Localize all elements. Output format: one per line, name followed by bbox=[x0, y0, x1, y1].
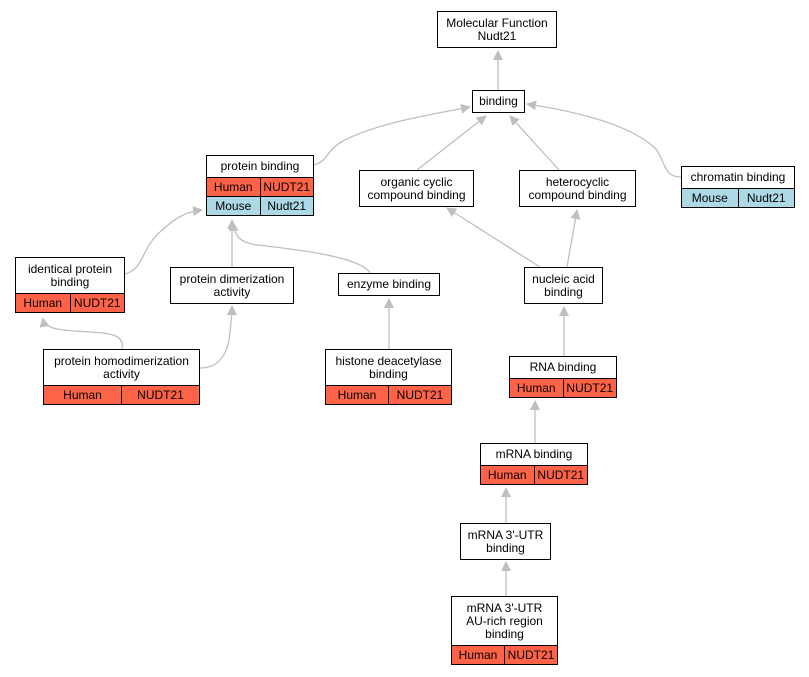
edge-identical-protein-to-protein-binding bbox=[124, 206, 203, 275]
gene-cell: Nudt21 bbox=[737, 189, 795, 207]
annotation-row-human: Human NUDT21 bbox=[510, 378, 616, 397]
node-label: Molecular Function Nudt21 bbox=[446, 15, 548, 43]
node-label: mRNA binding bbox=[495, 447, 573, 461]
node-organic-cyclic: organic cyclic compound binding bbox=[359, 170, 474, 207]
node-nucleic-acid: nucleic acid binding bbox=[524, 267, 603, 304]
species-cell: Human bbox=[63, 388, 102, 402]
annotation-row-human: Human NUDT21 bbox=[207, 177, 313, 196]
edge-protein-homodimerization-to-identical-protein bbox=[39, 317, 123, 350]
gene-cell: NUDT21 bbox=[562, 379, 617, 397]
annotation-row-mouse: Mouse Nudt21 bbox=[207, 196, 313, 215]
species-cell: Mouse bbox=[215, 199, 252, 213]
species-cell: Human bbox=[213, 180, 253, 194]
node-label: identical protein binding bbox=[27, 261, 113, 289]
node-label: mRNA 3'-UTR binding bbox=[467, 527, 544, 555]
species-cell: Human bbox=[458, 648, 498, 662]
gene-cell: NUDT21 bbox=[388, 386, 451, 404]
node-label: protein homodimerization activity bbox=[54, 353, 189, 381]
species-cell: Human bbox=[23, 296, 63, 310]
annotation-row-human: Human NUDT21 bbox=[326, 385, 451, 404]
annotation-row-human: Human NUDT21 bbox=[44, 385, 199, 404]
node-label: protein binding bbox=[220, 159, 300, 173]
edge-heterocyclic-to-binding bbox=[509, 115, 560, 171]
edge-nucleic-acid-to-organic-cyclic bbox=[446, 207, 541, 268]
species-cell: Human bbox=[337, 388, 377, 402]
node-enzyme-binding: enzyme binding bbox=[338, 273, 440, 296]
species-cell: Human bbox=[516, 381, 556, 395]
node-label: histone deacetylase binding bbox=[335, 353, 442, 381]
species-cell: Human bbox=[487, 468, 527, 482]
node-label: protein dimerization activity bbox=[179, 271, 285, 299]
edge-protein-homodimerization-to-protein-dimerization bbox=[199, 305, 237, 369]
node-molecular-function: Molecular Function Nudt21 bbox=[437, 11, 557, 48]
node-label: organic cyclic compound binding bbox=[367, 174, 466, 202]
node-protein-dimerization: protein dimerization activity bbox=[170, 267, 294, 304]
annotation-row-mouse: Mouse Nudt21 bbox=[682, 188, 794, 207]
node-binding: binding bbox=[472, 90, 525, 113]
node-heterocyclic: heterocyclic compound binding bbox=[519, 170, 636, 207]
node-label: heterocyclic compound binding bbox=[528, 174, 627, 202]
gene-cell: NUDT21 bbox=[259, 178, 314, 196]
node-label: binding bbox=[479, 94, 518, 108]
node-label: nucleic acid binding bbox=[532, 271, 595, 299]
gene-cell: NUDT21 bbox=[121, 386, 199, 404]
gene-cell: NUDT21 bbox=[69, 294, 125, 312]
edge-protein-binding-to-binding bbox=[313, 103, 471, 166]
species-cell: Mouse bbox=[691, 191, 728, 205]
edge-chromatin-binding-to-binding bbox=[526, 100, 682, 178]
node-label: enzyme binding bbox=[346, 277, 432, 291]
edge-nucleic-acid-to-heterocyclic bbox=[566, 209, 581, 268]
edge-enzyme-binding-to-protein-binding bbox=[228, 221, 371, 274]
node-label: RNA binding bbox=[529, 360, 597, 374]
gene-cell: Nudt21 bbox=[259, 197, 314, 215]
node-mrna-3utr: mRNA 3'-UTR binding bbox=[460, 523, 551, 560]
annotation-row-human: Human NUDT21 bbox=[481, 465, 587, 484]
gene-cell: NUDT21 bbox=[504, 646, 557, 664]
annotation-row-human: Human NUDT21 bbox=[452, 645, 557, 664]
node-label: mRNA 3'-UTR AU-rich region binding bbox=[466, 600, 543, 641]
annotation-row-human: Human NUDT21 bbox=[16, 293, 124, 312]
edge-organic-cyclic-to-binding bbox=[416, 115, 487, 171]
gene-cell: NUDT21 bbox=[533, 466, 588, 484]
node-label: chromatin binding bbox=[690, 170, 786, 184]
